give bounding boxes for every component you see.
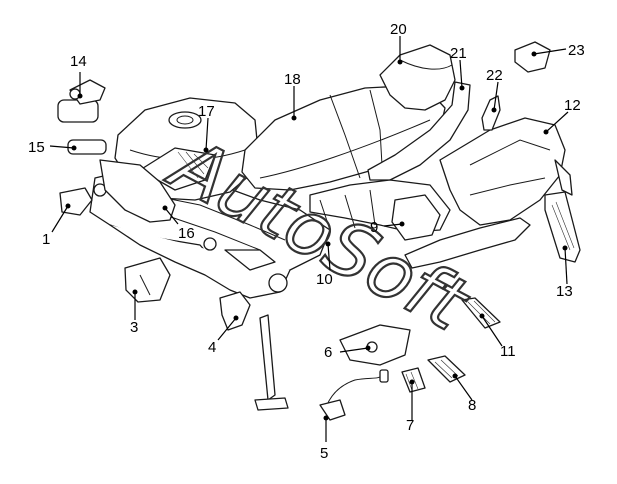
grab-rail-part[interactable]	[481, 95, 501, 131]
callout-17[interactable]: 17	[198, 103, 215, 120]
footpeg-bracket-part[interactable]	[339, 324, 411, 366]
callout-10[interactable]: 10	[316, 271, 333, 288]
fuel-tank-part[interactable]	[114, 97, 259, 201]
callout-1[interactable]: 1	[42, 231, 50, 248]
sidestand-switch-part[interactable]	[319, 369, 389, 421]
engine-mount-part[interactable]	[124, 257, 171, 303]
callout-14[interactable]: 14	[70, 53, 87, 70]
callout-8[interactable]: 8	[468, 397, 476, 414]
callout-11[interactable]: 11	[500, 343, 516, 360]
side-cover-part[interactable]	[99, 159, 176, 223]
callout-15[interactable]: 15	[28, 139, 45, 156]
footpeg-rear-part[interactable]	[461, 297, 501, 329]
callout-16[interactable]: 16	[178, 225, 195, 242]
footrest-bracket-part[interactable]	[219, 291, 251, 331]
footpeg-right-part[interactable]	[427, 355, 466, 383]
chain-guard-part[interactable]	[404, 217, 531, 269]
tail-light-part[interactable]	[514, 41, 551, 73]
callout-13[interactable]: 13	[556, 283, 573, 300]
callout-labels: 1 3 4 5 6 7 8 9 10 11 12 13 14 15 16 17 …	[28, 21, 585, 462]
callout-leaders	[49, 36, 569, 442]
side-stand-part[interactable]	[254, 314, 289, 411]
license-plate-holder-part[interactable]	[544, 191, 581, 263]
callout-18[interactable]: 18	[284, 71, 301, 88]
callout-5[interactable]: 5	[320, 445, 328, 462]
callout-9[interactable]: 9	[370, 219, 378, 236]
callout-7[interactable]: 7	[406, 417, 414, 434]
callout-12[interactable]: 12	[564, 97, 581, 114]
callout-20[interactable]: 20	[390, 21, 407, 38]
callout-6[interactable]: 6	[324, 344, 332, 361]
callout-22[interactable]: 22	[486, 67, 503, 84]
ignition-lock-part[interactable]	[57, 79, 106, 123]
rear-fender-part[interactable]	[439, 117, 573, 226]
callout-3[interactable]: 3	[130, 319, 138, 336]
battery-bracket-part[interactable]	[391, 194, 441, 241]
callout-23[interactable]: 23	[568, 42, 585, 59]
callout-21[interactable]: 21	[450, 45, 467, 62]
callout-4[interactable]: 4	[208, 339, 216, 356]
